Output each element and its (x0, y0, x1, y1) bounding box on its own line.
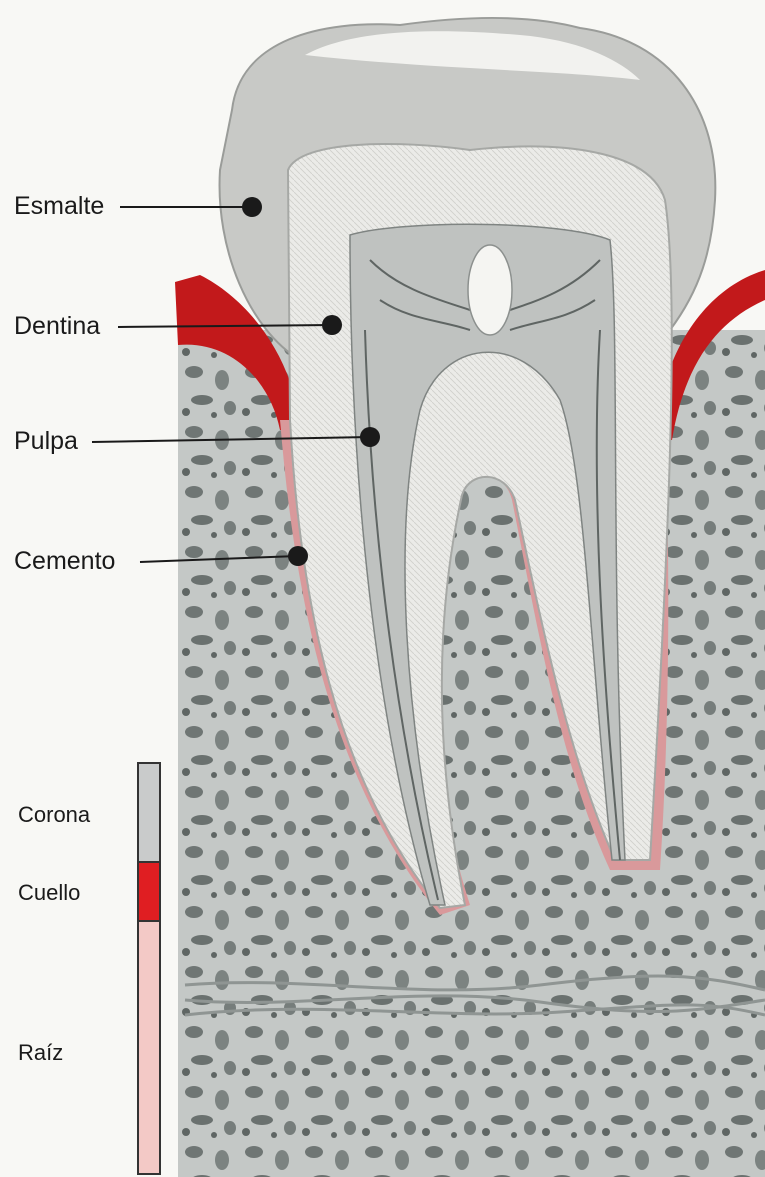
dentin-marker (322, 315, 342, 335)
neck-label: Cuello (18, 880, 80, 906)
cementum-marker (288, 546, 308, 566)
enamel-label: Esmalte (14, 192, 104, 221)
root-bar (138, 921, 160, 1174)
cementum-label: Cemento (14, 547, 115, 576)
neck-bar (138, 862, 160, 921)
dentin-label: Dentina (14, 312, 100, 341)
crown-label: Corona (18, 802, 90, 828)
enamel-marker (242, 197, 262, 217)
pulp-label: Pulpa (14, 427, 78, 456)
root-label: Raíz (18, 1040, 63, 1066)
crown-bar (138, 763, 160, 862)
pulp-marker (360, 427, 380, 447)
